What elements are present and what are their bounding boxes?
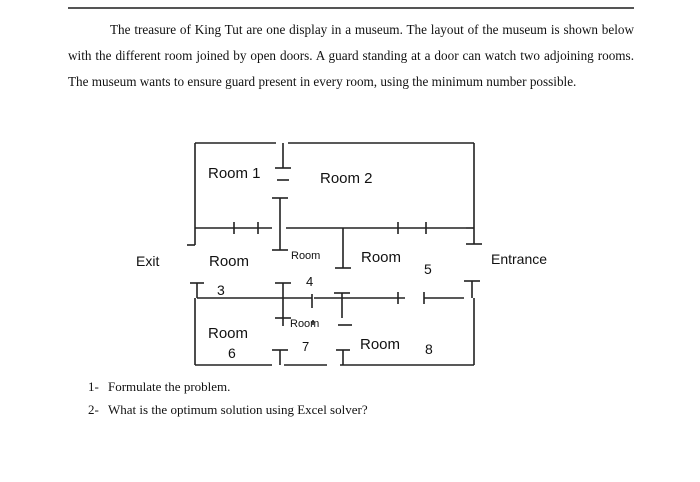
question-text: Formulate the problem.	[108, 379, 231, 394]
room-5-label: Room	[361, 249, 401, 266]
room-3-label: Room	[209, 253, 249, 270]
room-5-number: 5	[424, 261, 432, 277]
room-1-label: Room 1	[208, 165, 261, 182]
question-number: 1-	[88, 379, 99, 394]
top-divider	[68, 7, 634, 9]
question-item: 1- Formulate the problem.	[88, 375, 368, 398]
problem-statement: The treasure of King Tut are one display…	[68, 17, 634, 95]
room-7-label: Room	[290, 318, 319, 330]
exit-label: Exit	[136, 253, 159, 269]
room-8-number: 8	[425, 341, 433, 357]
question-item: 2- What is the optimum solution using Exc…	[88, 398, 368, 421]
question-list: 1- Formulate the problem. 2- What is the o…	[88, 375, 368, 421]
room-3-number: 3	[217, 282, 225, 298]
room-6-label: Room	[208, 325, 248, 342]
floor-plan-walls	[187, 142, 482, 366]
problem-paragraph: The treasure of King Tut are one display…	[68, 22, 634, 89]
room-6-number: 6	[228, 345, 236, 361]
room-4-label: Room	[291, 250, 320, 262]
room-8-label: Room	[360, 336, 400, 353]
question-text: What is the optimum solution using Excel…	[108, 402, 368, 417]
room-4-number: 4	[306, 274, 313, 289]
room-7-number: 7	[302, 339, 309, 354]
room-2-label: Room 2	[320, 170, 373, 187]
entrance-label: Entrance	[491, 251, 547, 267]
question-number: 2-	[88, 402, 99, 417]
